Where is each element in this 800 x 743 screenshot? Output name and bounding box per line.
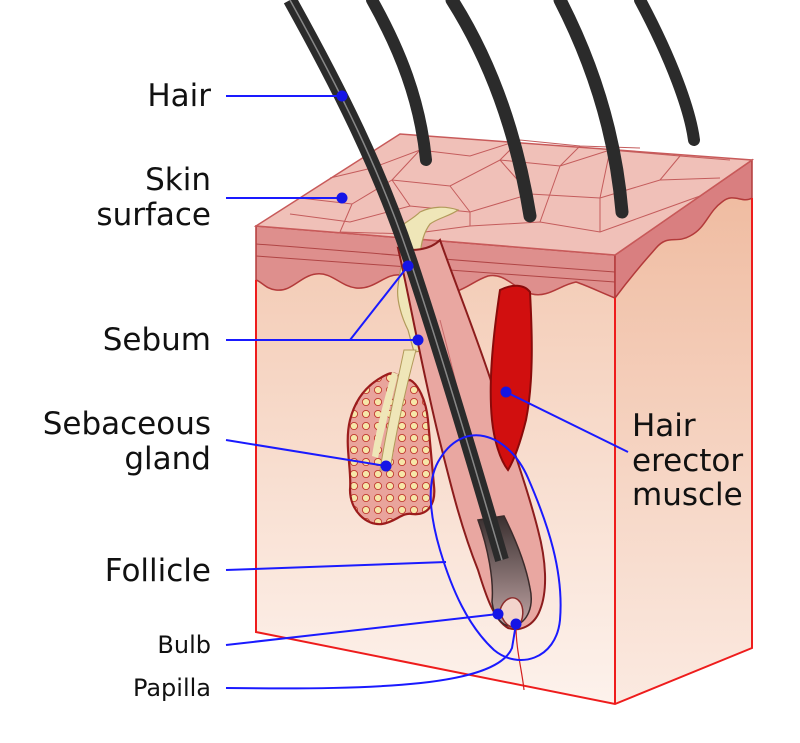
label-hair: Hair (147, 78, 211, 114)
label-sebum: Sebum (103, 322, 211, 358)
skin-surface-marker (336, 192, 348, 204)
label-erector-line3: muscle (632, 477, 743, 513)
hair-shaft-2 (366, 0, 432, 166)
label-papilla: Papilla (133, 674, 211, 702)
hair-marker (336, 90, 348, 102)
skin-block-side (615, 160, 752, 704)
sebaceous-gland-marker (380, 460, 392, 472)
hair-shaft-5 (634, 0, 700, 146)
label-skin-surface-line2: surface (96, 197, 211, 233)
follicle-outline (429, 434, 562, 661)
label-sebaceous-line1: Sebaceous (43, 406, 211, 442)
hair-erector-muscle (489, 284, 533, 472)
labels: Hair Skin surface Sebum Sebaceous gland … (43, 78, 744, 702)
hair-shaft-3 (445, 0, 537, 223)
sebum-marker-upper (402, 260, 414, 272)
label-skin-surface-line1: Skin (145, 162, 211, 198)
sebum-marker-lower (412, 334, 424, 346)
epidermis-side (614, 158, 753, 301)
papilla-marker (510, 618, 522, 630)
hair-shafts (283, 0, 700, 562)
label-erector-line1: Hair (632, 408, 696, 444)
label-sebaceous-line2: gland (124, 441, 211, 477)
erector-muscle-marker (500, 386, 512, 398)
hair-shaft-4 (553, 0, 629, 219)
leader-lines (225, 90, 629, 690)
bulb-marker (492, 608, 504, 620)
label-erector-line2: erector (632, 443, 743, 479)
label-bulb: Bulb (157, 631, 211, 659)
label-follicle: Follicle (105, 553, 211, 589)
